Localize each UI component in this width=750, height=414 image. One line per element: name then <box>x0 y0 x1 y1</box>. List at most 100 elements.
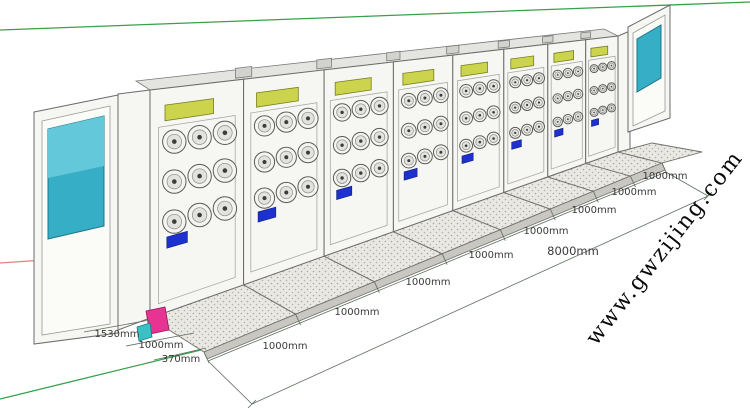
dim-label-platform-width: 1000mm <box>139 340 184 351</box>
nozzle-center <box>359 107 363 111</box>
control-panel <box>257 206 277 223</box>
dim-total-line <box>251 195 709 405</box>
nozzle-center <box>423 154 427 158</box>
control-panel <box>166 230 188 249</box>
shower-module <box>585 35 619 165</box>
walkway <box>148 142 703 360</box>
shower-module <box>243 69 325 286</box>
dim-line-step <box>153 347 207 361</box>
nozzle-center <box>602 66 604 68</box>
nozzle-center <box>514 131 517 134</box>
nozzle-center <box>197 173 202 179</box>
shower-module <box>323 61 394 257</box>
nozzle-center <box>593 111 595 114</box>
nozzle-center <box>262 123 267 128</box>
nozzle-center <box>284 155 289 160</box>
dim-line-door-width <box>83 319 151 333</box>
control-panel <box>461 152 474 164</box>
nozzle-center <box>556 74 559 76</box>
nozzle-center <box>172 219 177 224</box>
roof-unit <box>497 39 510 49</box>
nozzle-center <box>172 179 177 184</box>
dim-extension-right <box>665 171 709 197</box>
shower-module <box>149 78 245 319</box>
nozzle-center <box>567 118 569 121</box>
nozzle-center <box>262 196 267 201</box>
sign-plate <box>402 68 435 86</box>
nozzle-center <box>340 110 344 115</box>
nozzle-center <box>306 116 310 121</box>
nozzle-center <box>567 95 569 98</box>
nozzle-center <box>197 212 202 218</box>
nozzle-center <box>514 106 517 109</box>
dim-label-seg-4: 1000mm <box>469 250 514 261</box>
nozzle-center <box>340 176 344 180</box>
nozzle-center <box>537 125 541 128</box>
nozzle-center <box>526 128 529 131</box>
dimension-lines <box>83 162 713 409</box>
door-outline <box>250 102 318 273</box>
nozzle-center <box>423 125 427 129</box>
sign-plate <box>164 98 215 122</box>
nozzle-center <box>262 160 267 164</box>
dim-label-step: 370mm <box>162 354 201 365</box>
nozzle-center <box>537 77 541 80</box>
step-block <box>136 322 153 342</box>
roof-unit <box>235 65 253 79</box>
nozzle-center <box>478 140 482 144</box>
nozzle-center <box>556 121 559 123</box>
nozzle-center <box>407 159 411 163</box>
nozzle-center <box>610 85 613 88</box>
walkway-extension <box>617 142 703 164</box>
nozzle-center <box>593 67 595 70</box>
roof-unit <box>386 50 401 62</box>
nozzle-center <box>577 93 579 95</box>
sign-plate <box>256 86 299 108</box>
control-panel <box>336 185 353 200</box>
right-door-window <box>636 24 662 93</box>
nozzle-center <box>478 87 482 90</box>
door-outline <box>550 60 583 170</box>
nozzle-center <box>359 171 363 175</box>
nozzle-center <box>464 117 468 120</box>
roof-unit <box>580 31 591 40</box>
nozzle-center <box>602 87 604 90</box>
nozzle-center <box>407 99 411 103</box>
nozzle-center <box>407 129 411 133</box>
sign-plate <box>553 50 574 63</box>
nozzle-center <box>537 101 541 104</box>
nozzle-center <box>359 139 363 143</box>
dim-label-seg-2: 1000mm <box>335 307 380 318</box>
nozzle-center <box>172 139 177 144</box>
control-panel <box>511 139 522 150</box>
dim-line-platform-width <box>125 332 195 347</box>
left-door-window-highlight <box>48 116 104 178</box>
dimension-labels: 1000mm 1000mm 1000mm 1000mm 1000mm 1000m… <box>95 171 688 365</box>
nozzle-center <box>492 137 495 140</box>
nozzle-center <box>464 144 468 147</box>
nozzle-center <box>514 81 517 84</box>
shower-module <box>452 48 505 212</box>
door-outline <box>588 55 616 157</box>
nozzle-center <box>439 93 443 97</box>
dim-chain-line <box>207 171 667 362</box>
nozzle-center <box>222 168 228 173</box>
dim-label-door-width: 1530mm <box>95 329 140 340</box>
nozzle-center <box>577 70 579 73</box>
sign-plate <box>334 77 372 96</box>
nozzle-center <box>222 206 228 211</box>
nozzle-center <box>492 111 495 114</box>
left-corner-column <box>117 89 151 331</box>
roof-unit <box>446 44 460 55</box>
dim-label-total: 8000mm <box>547 244 599 258</box>
dim-end-tick <box>247 399 257 409</box>
nozzle-center <box>556 97 559 100</box>
dim-label-seg-3: 1000mm <box>406 277 451 288</box>
sign-plate <box>460 61 488 77</box>
nozzle-center <box>593 89 595 92</box>
air-shower-structure <box>33 4 703 360</box>
door-outline <box>329 91 388 246</box>
right-door-unit <box>627 4 671 133</box>
shower-module <box>392 54 454 233</box>
roof-unit <box>316 57 332 70</box>
